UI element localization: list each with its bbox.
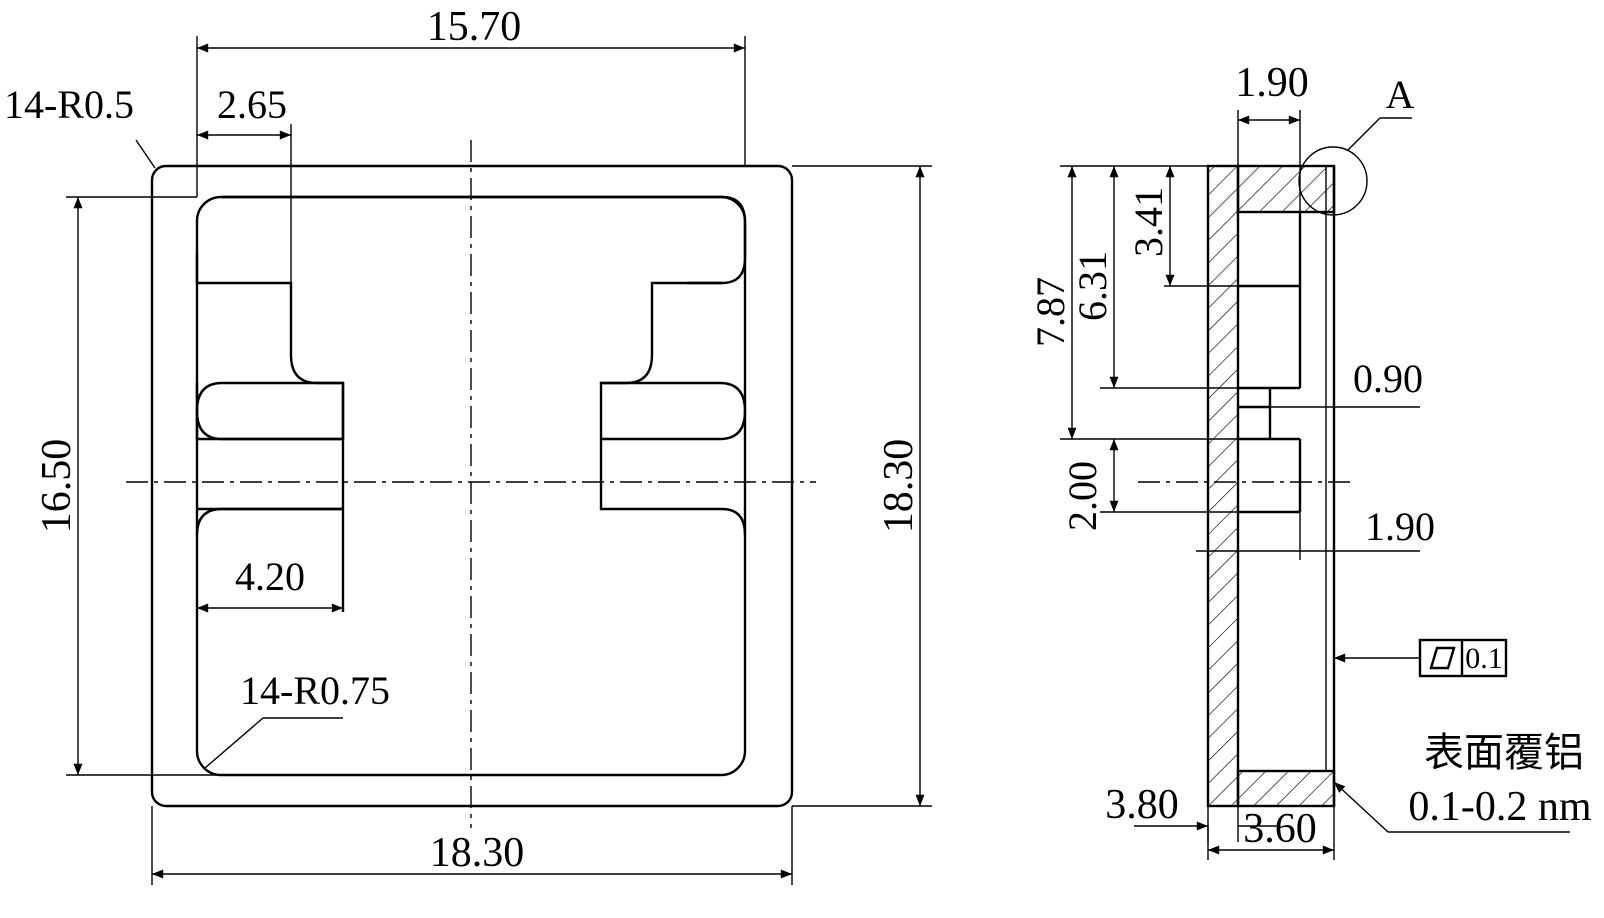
side-view: A 1.90 3.41 6.31 7.87 2.00 0.90 1.90 — [1028, 60, 1592, 860]
slot-middle-right — [601, 381, 747, 441]
slot-middle-left — [195, 381, 343, 441]
dim-1-90-middle: 1.90 — [1365, 504, 1435, 549]
bottom-flange-section — [1236, 769, 1336, 808]
detail-a-circle — [1298, 146, 1368, 216]
dim-18-30-right: 18.30 — [876, 439, 922, 534]
flatness-value: 0.1 — [1465, 642, 1503, 675]
dim-14-r0-5: 14-R0.5 — [4, 82, 134, 127]
dim-7-87: 7.87 — [1028, 277, 1073, 347]
back-plate-section — [1206, 164, 1240, 808]
dim-3-41: 3.41 — [1126, 187, 1171, 257]
slot-top-left — [222, 195, 747, 285]
slot-lower-left — [195, 507, 343, 536]
dim-1-90-top: 1.90 — [1235, 60, 1309, 106]
outer-frame — [150, 164, 794, 808]
flatness-icon — [1429, 646, 1456, 670]
right-fin-outline — [599, 281, 747, 536]
dim-14-r0-75: 14-R0.75 — [240, 668, 390, 713]
detail-a-label: A — [1386, 72, 1415, 117]
dim-2-65: 2.65 — [217, 82, 287, 127]
dim-3-80: 3.80 — [1105, 782, 1179, 828]
dim-15-70: 15.70 — [427, 4, 522, 50]
note-surface-line1: 表面覆铝 — [1424, 730, 1584, 776]
dim-6-31: 6.31 — [1070, 251, 1115, 321]
left-fin-outline — [195, 253, 345, 441]
top-flange-section — [1236, 164, 1336, 214]
dim-16-50: 16.50 — [34, 439, 80, 534]
dim-18-30-bottom: 18.30 — [430, 830, 525, 876]
dim-2-00: 2.00 — [1060, 461, 1105, 531]
dim-3-60: 3.60 — [1243, 806, 1317, 852]
dim-0-90: 0.90 — [1353, 356, 1423, 401]
note-surface-line2: 0.1-0.2 nm — [1408, 784, 1591, 830]
front-view: 15.70 2.65 14-R0.5 16.50 18.30 4.20 14-R… — [4, 4, 932, 885]
dim-4-20: 4.20 — [235, 554, 305, 599]
